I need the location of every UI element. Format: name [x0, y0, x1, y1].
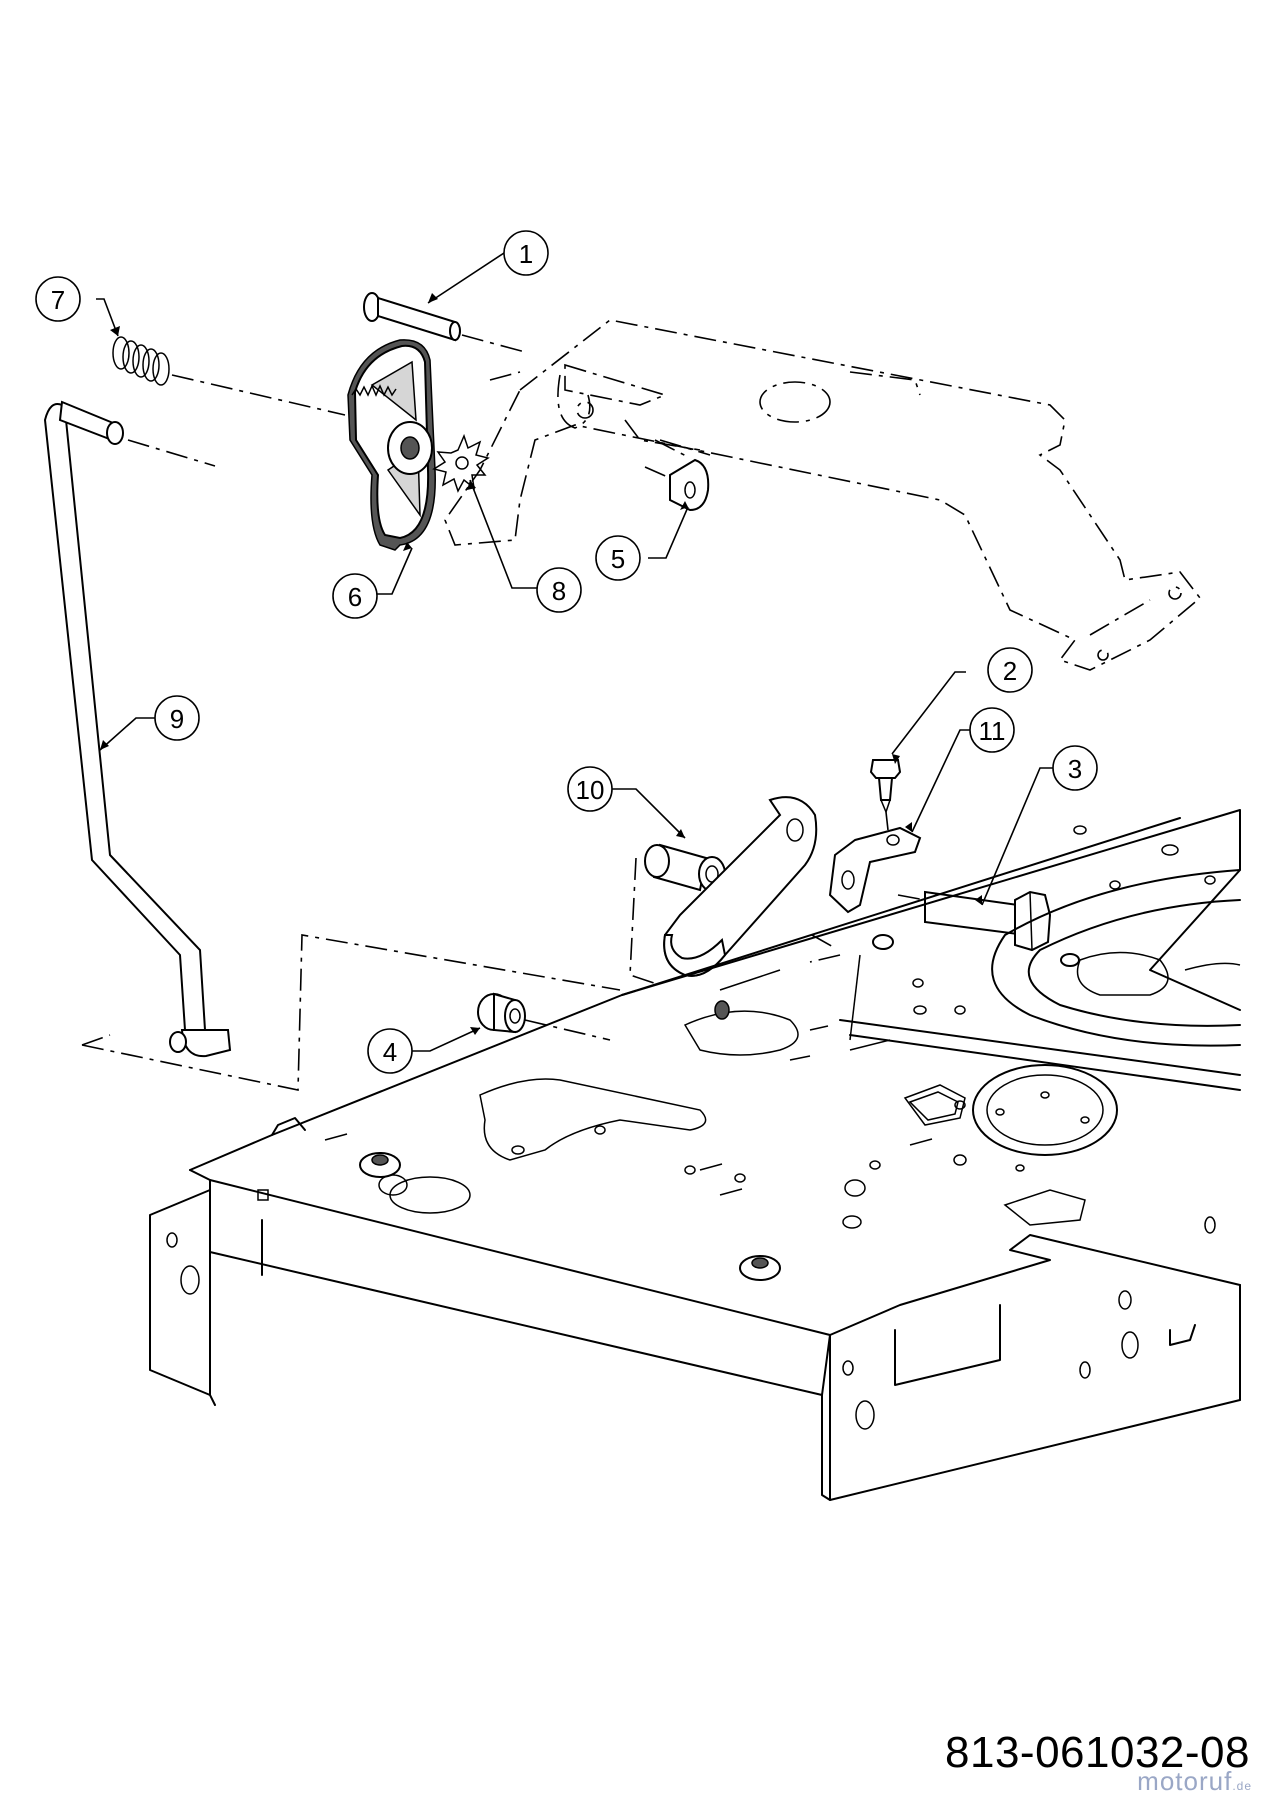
part-11-bracket	[828, 826, 922, 914]
part-5-spacer-plate	[669, 458, 710, 512]
part-2-screw	[869, 759, 902, 815]
callout-label: 2	[1003, 656, 1017, 686]
callout-9: 9	[154, 695, 200, 741]
callout-label: 7	[51, 285, 65, 315]
watermark-logo: motoruf.de	[1137, 1766, 1252, 1797]
callout-10: 10	[567, 766, 613, 812]
callout-label: 11	[979, 716, 1006, 746]
callout-8: 8	[536, 567, 582, 613]
callout-6: 6	[332, 573, 378, 619]
watermark-main: motoruf	[1137, 1766, 1233, 1796]
callout-3: 3	[1052, 745, 1098, 791]
drawing-number: 813-061032-08	[945, 1728, 1250, 1777]
callout-label: 6	[348, 582, 362, 612]
callout-label: 10	[576, 775, 605, 805]
part-9-adjustment-rod	[43, 400, 232, 1058]
callout-2: 2	[987, 647, 1033, 693]
part-7-compression-spring	[112, 336, 170, 386]
callout-label: 9	[170, 704, 184, 734]
callout-label: 3	[1068, 754, 1082, 784]
callout-label: 5	[611, 544, 625, 574]
callout-1: 1	[503, 230, 549, 276]
part-10-bushing	[644, 843, 726, 892]
part-3-bolt	[924, 890, 1052, 952]
callout-4: 4	[367, 1028, 413, 1074]
chassis-frame	[149, 809, 1241, 1501]
leader-arrowheads	[100, 293, 982, 1035]
callout-label: 8	[552, 576, 566, 606]
leader-lines	[96, 252, 1060, 1052]
part-1-pivot-pin	[363, 292, 461, 342]
seat-bracket-outline	[444, 319, 1202, 671]
lever-arm	[663, 796, 818, 977]
part-4-flange-bushing	[477, 992, 526, 1034]
part-8-star-washer	[432, 433, 490, 493]
callout-label: 1	[519, 239, 533, 269]
callout-11: 11	[969, 707, 1015, 753]
callout-label: 4	[383, 1037, 397, 1067]
part-6-adjustment-sector	[347, 339, 436, 551]
callout-7: 7	[35, 276, 81, 322]
watermark-suffix: .de	[1232, 1779, 1252, 1793]
callout-5: 5	[595, 535, 641, 581]
